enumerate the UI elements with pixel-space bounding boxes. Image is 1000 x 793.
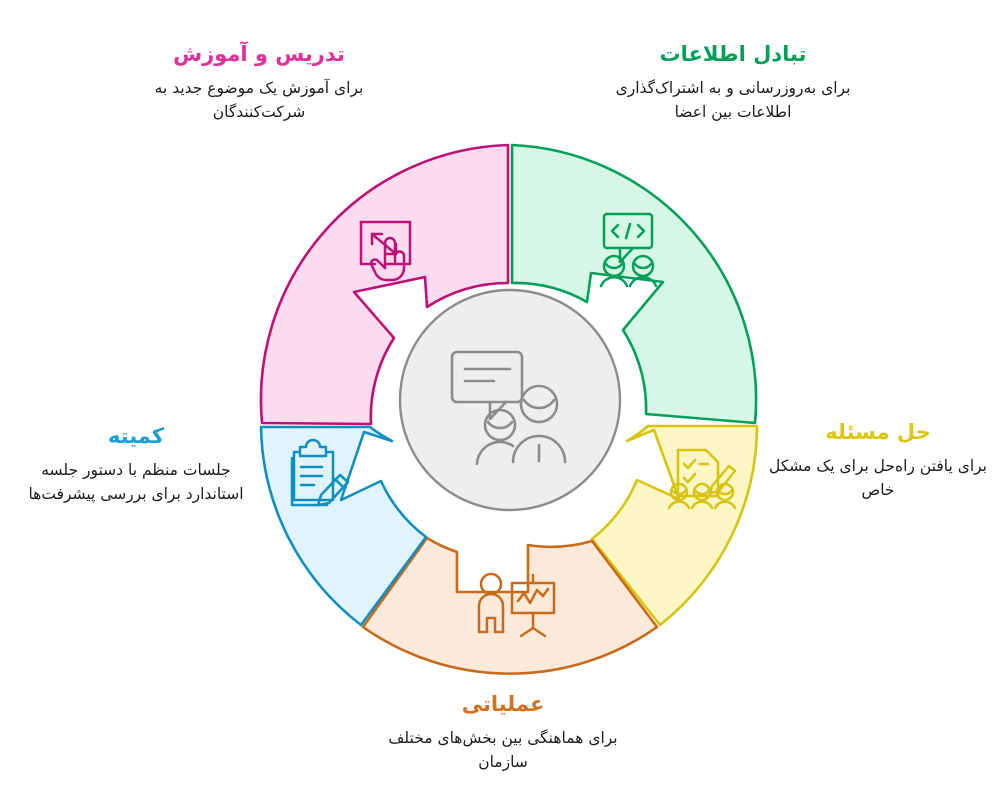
label-problem-solving-title: حل مسئله — [825, 420, 931, 444]
label-info-exchange: تبادل اطلاعات برای به‌روزرسانی و به اشتر… — [600, 40, 866, 124]
segment-info-exchange[interactable] — [510, 143, 758, 425]
label-info-exchange-title: تبادل اطلاعات — [659, 42, 807, 66]
label-teaching-training-description: برای آموزش یک موضوع جدید به شرکت‌کنندگان — [154, 79, 364, 122]
checklist-pencil-three-people-icon — [667, 448, 737, 510]
label-committee-description: جلسات منظم با دستور جلسه استاندارد برای … — [28, 461, 244, 504]
resize-screen-pointer-hand-icon — [359, 220, 412, 282]
segment-teaching-training-shape[interactable] — [259, 143, 510, 426]
label-operational-description: برای هماهنگی بین بخش‌های مختلف سازمان — [388, 729, 618, 772]
center-circle[interactable] — [398, 288, 622, 512]
segment-operational-shape[interactable] — [361, 536, 659, 675]
segment-problem-solving[interactable] — [590, 424, 759, 627]
segment-teaching-training[interactable] — [259, 143, 510, 426]
segment-committee[interactable] — [259, 425, 428, 627]
label-problem-solving-description: برای یافتن راه‌حل برای یک مشکل خاص — [768, 457, 987, 500]
code-speech-bubble-two-people-icon — [599, 212, 658, 288]
label-info-exchange-description: برای به‌روزرسانی و به اشتراک‌گذاری اطلاع… — [615, 79, 851, 122]
label-teaching-training: تدریس و آموزش برای آموزش یک موضوع جدید ب… — [128, 40, 390, 124]
center-hub[interactable] — [398, 288, 622, 512]
segment-operational[interactable] — [361, 536, 659, 675]
presenter-flipchart-icon — [477, 572, 556, 638]
label-committee-title: کمیته — [107, 424, 165, 448]
label-operational: عملیاتی برای هماهنگی بین بخش‌های مختلف س… — [378, 690, 628, 774]
segment-problem-solving-shape[interactable] — [590, 424, 759, 627]
segment-info-exchange-shape[interactable] — [510, 143, 758, 425]
label-committee: کمیته جلسات منظم با دستور جلسه استاندارد… — [18, 422, 254, 506]
label-problem-solving: حل مسئله برای یافتن راه‌حل برای یک مشکل … — [762, 418, 994, 502]
discussion-people-icon — [450, 350, 567, 466]
label-teaching-training-title: تدریس و آموزش — [173, 42, 345, 66]
label-operational-title: عملیاتی — [461, 692, 545, 716]
clipboard-pencil-icon — [290, 438, 350, 507]
